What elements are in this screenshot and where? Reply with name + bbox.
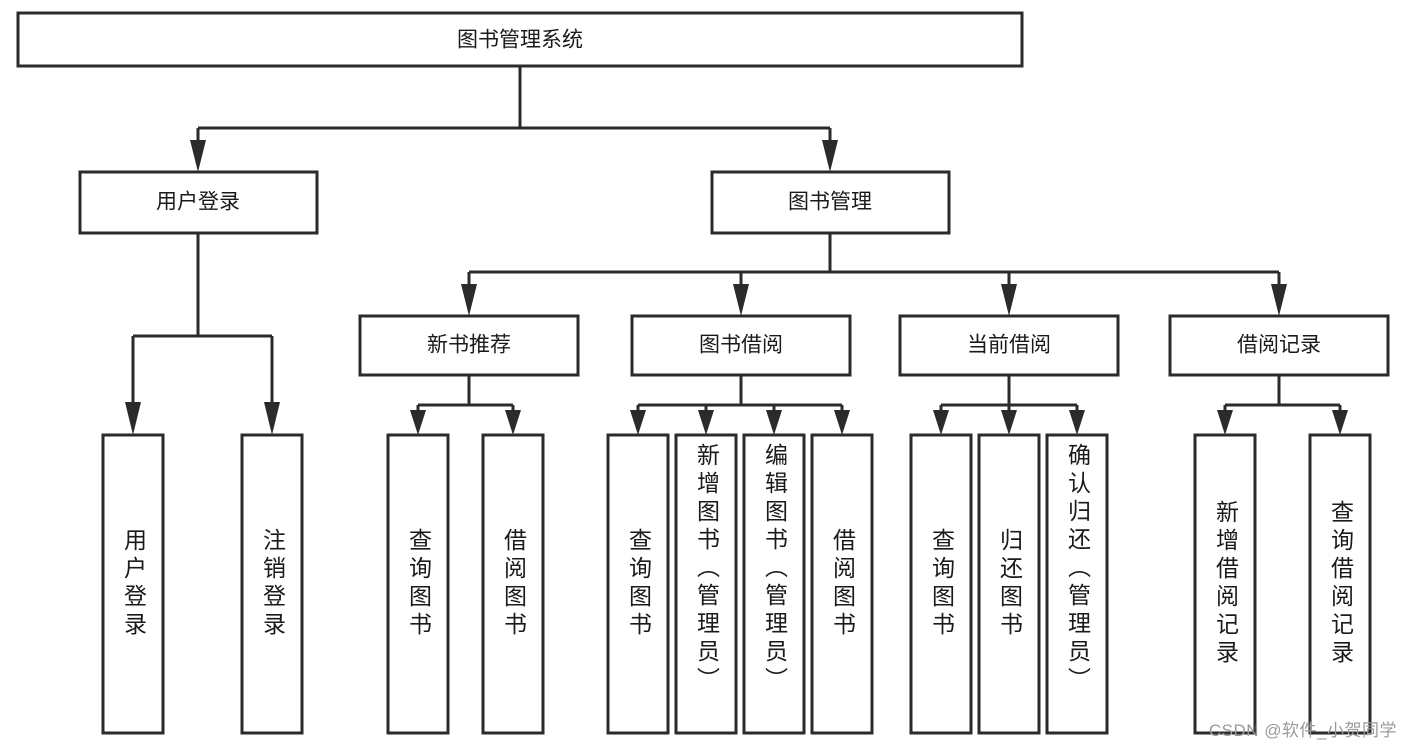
arrow-head-leaf-borrow-book-b — [834, 410, 850, 435]
node-new-book-rec[interactable]: 新书推荐 — [358, 314, 580, 377]
arrow-head-leaf-edit-book — [766, 410, 782, 435]
leaf-query-book-a-box[interactable] — [386, 433, 450, 735]
leaf-query-book-b-box[interactable] — [606, 433, 670, 735]
leaf-borrow-book-a-box[interactable] — [481, 433, 545, 735]
arrow-head-leaf-confirm-return — [1069, 410, 1085, 435]
node-book-borrow[interactable]: 图书借阅 — [630, 314, 852, 377]
node-book-borrow-label: 图书借阅 — [699, 334, 783, 357]
leaf-query-book-c-box[interactable] — [909, 433, 973, 735]
arrow-head-leaf-query-record — [1332, 410, 1348, 435]
node-book-borrow-box[interactable] — [630, 314, 852, 377]
leaf-query-record-box[interactable] — [1308, 433, 1372, 735]
leaf-logout-box[interactable] — [240, 433, 304, 735]
arrow-head-leaf-return-book — [1001, 410, 1017, 435]
node-root-label: 图书管理系统 — [457, 29, 583, 52]
leaf-edit-book-box[interactable] — [742, 433, 806, 735]
node-book-manage-label: 图书管理 — [788, 191, 872, 214]
node-book-manage[interactable]: 图书管理 — [710, 170, 951, 235]
connector-layer — [125, 66, 1348, 435]
arrow-head-current-borrow — [1001, 284, 1017, 316]
csdn-watermark: CSDN @软件_小贺同学 — [1208, 721, 1397, 740]
arrow-head-borrow-record — [1271, 284, 1287, 316]
node-root[interactable]: 图书管理系统 — [16, 11, 1024, 68]
arrow-head-leaf-query-book-b — [630, 410, 646, 435]
node-new-book-rec-box[interactable] — [358, 314, 580, 377]
arrow-head-new-book-rec — [461, 284, 477, 316]
arrow-head-leaf-logout — [264, 402, 280, 435]
arrow-head-user-login — [190, 140, 206, 172]
node-user-login-label: 用户登录 — [156, 191, 240, 214]
node-current-borrow-label: 当前借阅 — [967, 334, 1051, 357]
node-borrow-record-label: 借阅记录 — [1237, 334, 1321, 357]
arrow-head-leaf-query-book-a — [410, 410, 426, 435]
node-root-box[interactable] — [16, 11, 1024, 68]
leaf-confirm-return-box[interactable] — [1045, 433, 1109, 735]
arrow-head-leaf-borrow-book-a — [505, 410, 521, 435]
arrow-head-leaf-query-book-c — [933, 410, 949, 435]
arrow-head-leaf-user-login — [125, 402, 141, 435]
leaf-node-layer — [101, 433, 1372, 735]
leaf-return-book-box[interactable] — [977, 433, 1041, 735]
leaf-add-record-box[interactable] — [1193, 433, 1257, 735]
node-borrow-record-box[interactable] — [1168, 314, 1390, 377]
node-user-login-box[interactable] — [78, 170, 319, 235]
node-book-manage-box[interactable] — [710, 170, 951, 235]
node-current-borrow-box[interactable] — [898, 314, 1120, 377]
node-borrow-record[interactable]: 借阅记录 — [1168, 314, 1390, 377]
node-new-book-rec-label: 新书推荐 — [427, 334, 511, 357]
leaf-add-book-box[interactable] — [674, 433, 738, 735]
leaf-borrow-book-b-box[interactable] — [810, 433, 874, 735]
node-current-borrow[interactable]: 当前借阅 — [898, 314, 1120, 377]
leaf-user-login-box[interactable] — [101, 433, 165, 735]
node-user-login[interactable]: 用户登录 — [78, 170, 319, 235]
arrow-head-leaf-add-record — [1217, 410, 1233, 435]
arrow-head-leaf-add-book — [698, 410, 714, 435]
arrow-head-book-borrow — [733, 284, 749, 316]
arrow-head-book-manage — [822, 140, 838, 172]
